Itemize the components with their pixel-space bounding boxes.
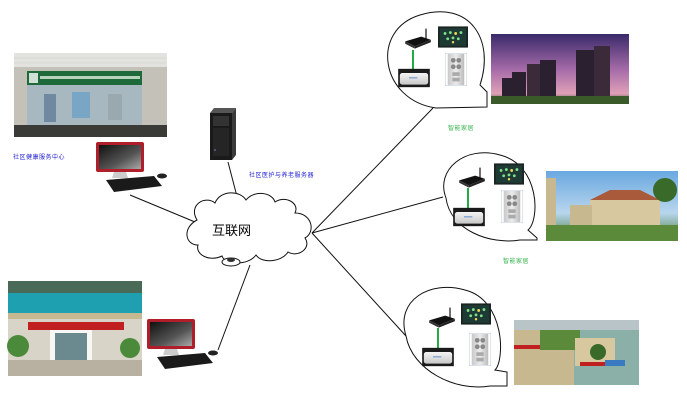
server-label: 社区医护与养老服务器 xyxy=(249,172,315,179)
cloud-icon xyxy=(186,192,312,264)
touch-panel-icon xyxy=(461,303,491,325)
health-center-photo xyxy=(14,53,167,137)
tower-server-icon xyxy=(210,108,236,160)
link-service-center xyxy=(217,264,251,351)
internet-label: 互联网 xyxy=(212,224,252,239)
smart-home-label-2: 智能家居 xyxy=(503,257,529,265)
smart-home-bubble-3 xyxy=(403,286,508,388)
health-center-label: 社区健康服务中心 xyxy=(13,154,66,161)
wall-switch-icon xyxy=(469,333,491,366)
wall-switch-icon xyxy=(501,190,523,223)
gateway-box-icon xyxy=(453,207,485,227)
smart-home-bubble-1 xyxy=(387,11,488,109)
touch-panel-icon xyxy=(494,163,524,185)
gateway-box-icon xyxy=(422,347,454,367)
cloud-connector-dot xyxy=(227,258,235,262)
residential-photo xyxy=(514,320,639,385)
gateway-box-icon xyxy=(398,68,430,88)
touch-panel-icon xyxy=(438,26,468,48)
link-health-center xyxy=(129,194,196,223)
link-smart-home-3 xyxy=(311,232,407,337)
internet-cloud xyxy=(186,192,312,267)
wall-switch-icon xyxy=(445,53,467,86)
desktop-computer-icon xyxy=(147,319,218,369)
service-center-photo xyxy=(7,281,142,376)
connection-lines xyxy=(129,107,444,351)
smart-home-bubble-2 xyxy=(443,152,538,242)
smart-home-label-1: 智能家居 xyxy=(448,124,474,132)
link-smart-home-1 xyxy=(311,107,434,234)
apartment-photo-purple xyxy=(491,34,629,104)
villa-photo xyxy=(546,171,678,241)
link-smart-home-2 xyxy=(311,196,444,234)
desktop-computer-icon xyxy=(96,142,167,192)
